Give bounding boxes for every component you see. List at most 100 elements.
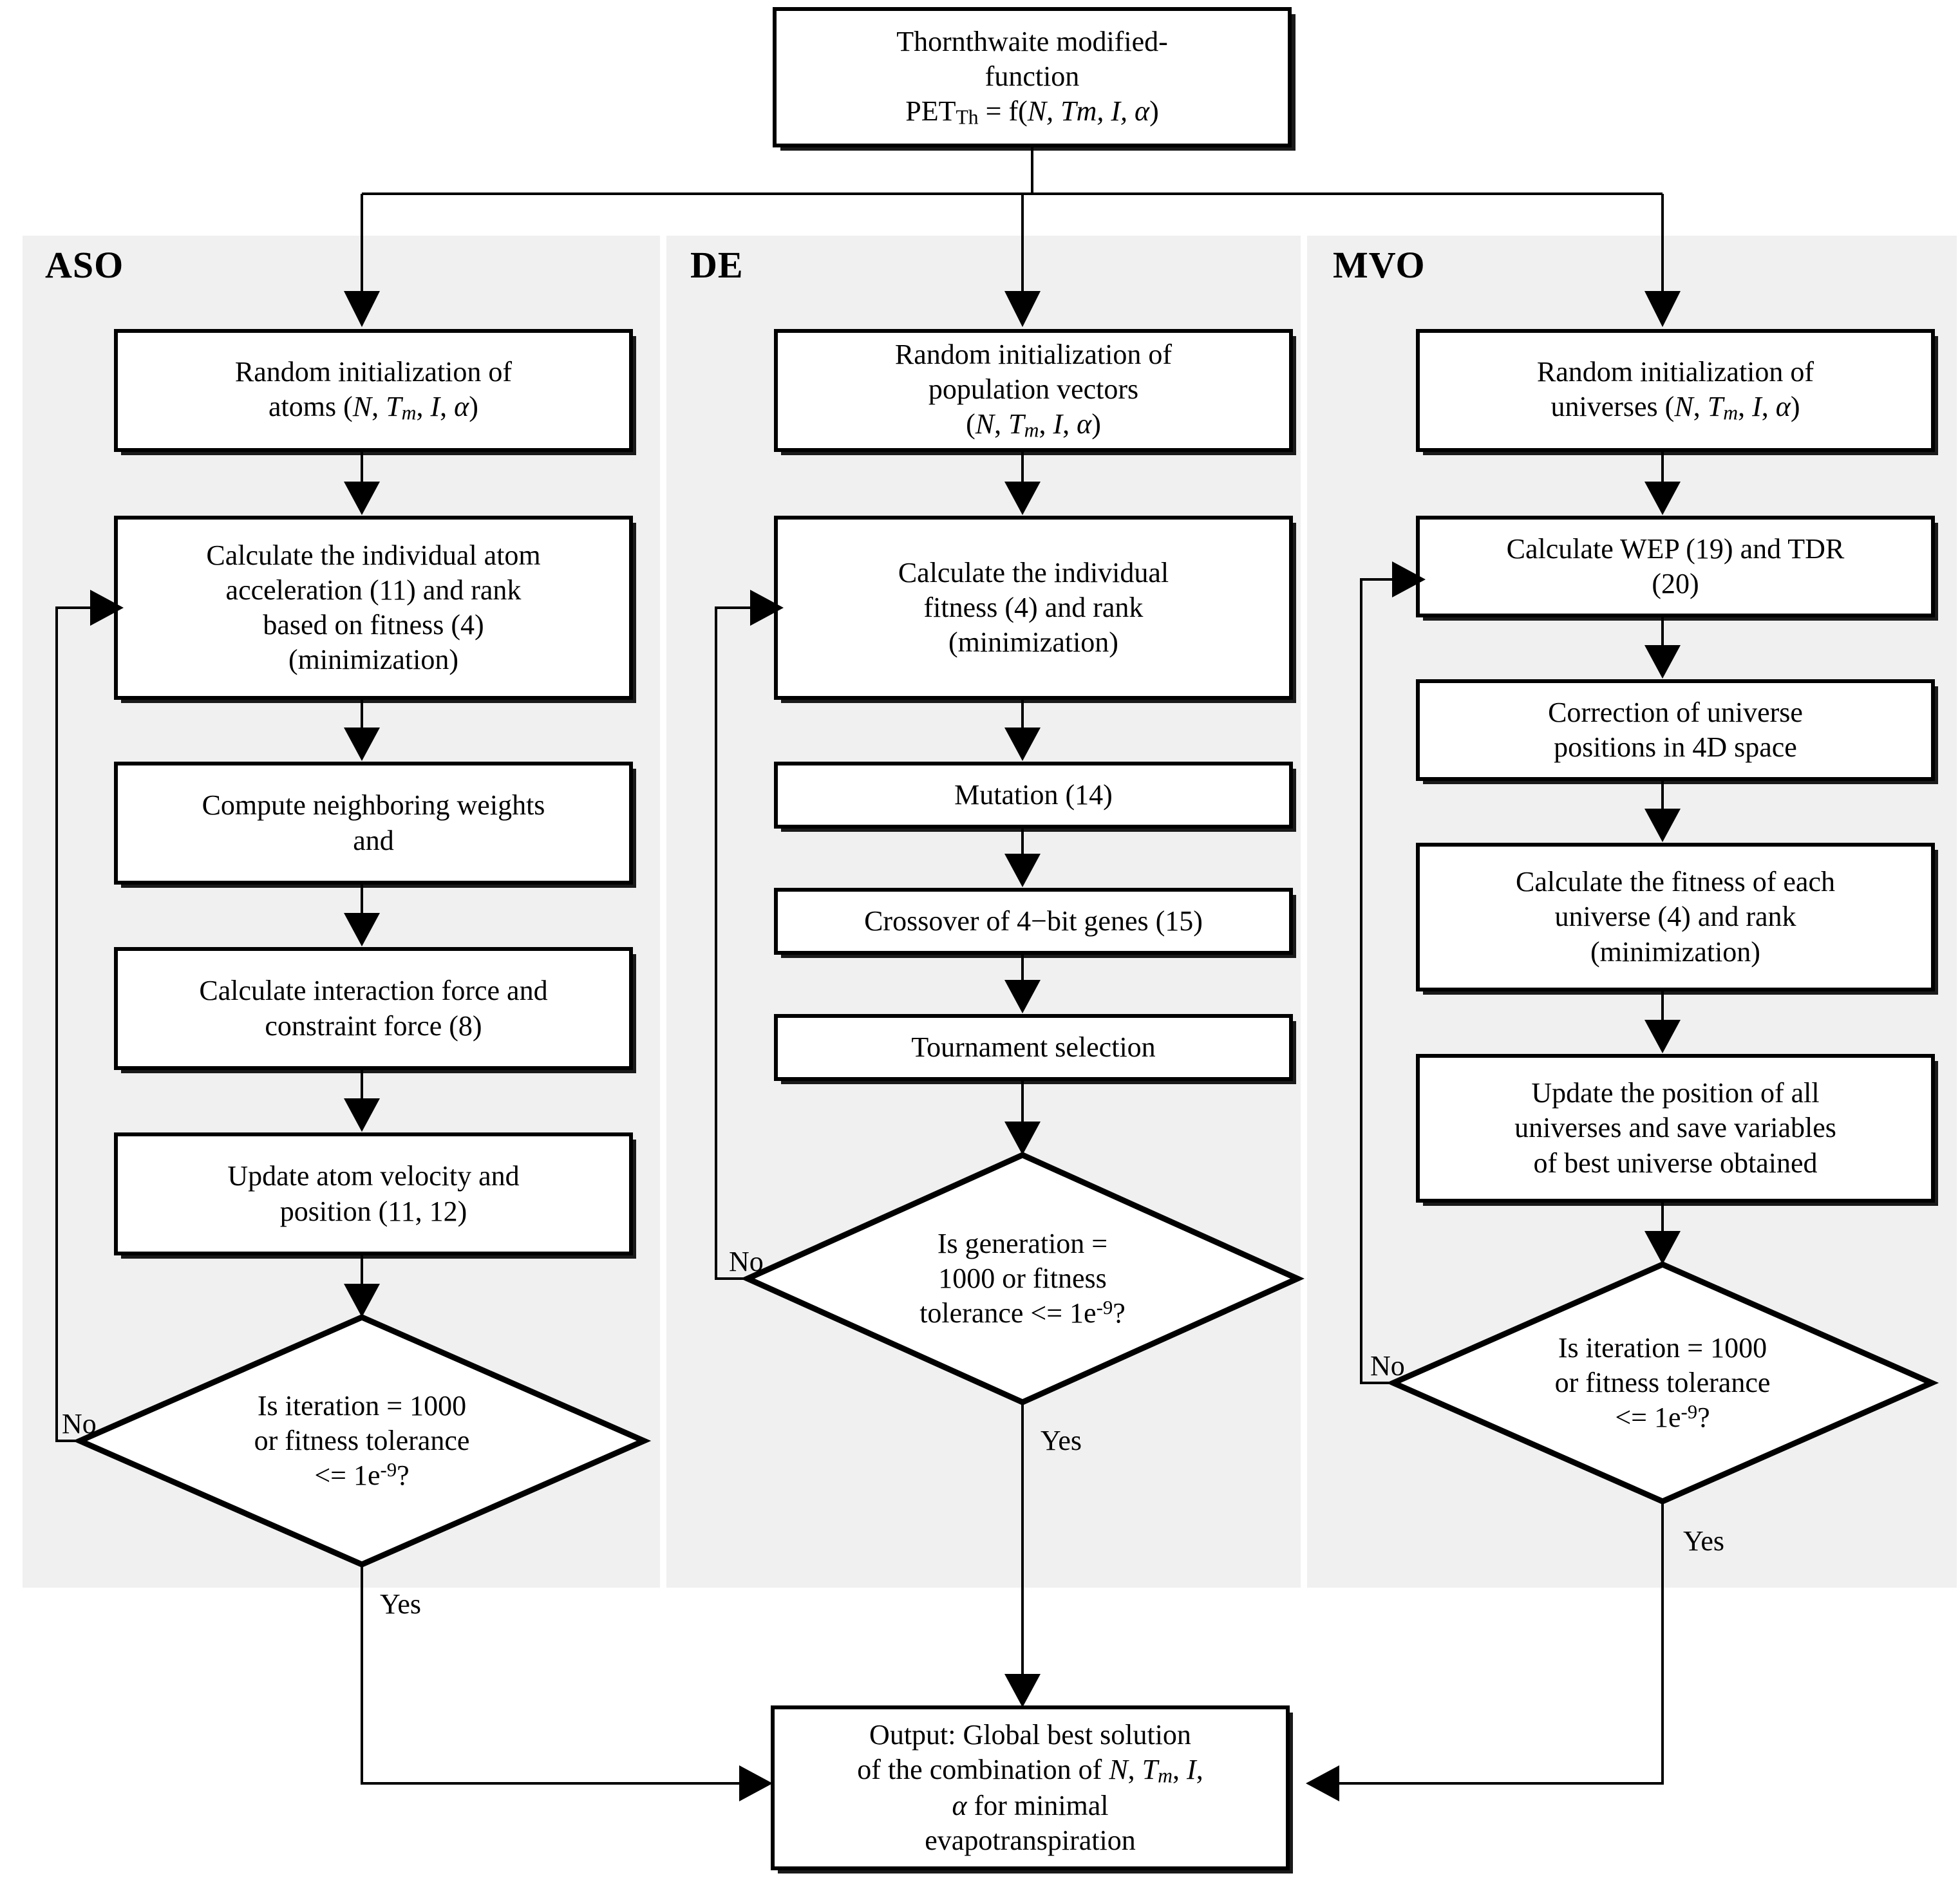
aso-weights-box xyxy=(114,762,633,885)
arrowhead-drop-aso xyxy=(344,291,380,327)
de-decision-line-1: Is generation = xyxy=(937,1227,1108,1259)
de-decision-line-3: tolerance <= 1e-9? xyxy=(919,1297,1126,1329)
mvo-decision-text: Is iteration = 1000 or fitness tolerance… xyxy=(1469,1306,1856,1460)
de-mutation-box xyxy=(774,762,1293,829)
mvo-fitness-line-1: Calculate the fitness of each xyxy=(1515,866,1835,898)
mvo-update-line-3: of best universe obtained xyxy=(1533,1147,1818,1179)
mvo-decision-line-2: or fitness tolerance xyxy=(1554,1366,1771,1398)
de-init-line-2: population vectors xyxy=(928,373,1139,406)
title-line-1: Thornthwaite modified- xyxy=(896,25,1168,57)
mvo-correction-line-1: Correction of universe xyxy=(1548,696,1803,728)
aso-fitness-line-1: Calculate the individual atom xyxy=(206,539,541,571)
aso-force-text: Calculate interaction force and constrai… xyxy=(116,949,631,1068)
de-fitness-box xyxy=(774,516,1293,700)
aso-init-line-1: Random initialization of xyxy=(234,356,513,388)
mvo-fitness-line-3: (minimization) xyxy=(1590,935,1760,968)
aso-decision-line-1: Is iteration = 1000 xyxy=(257,1389,467,1422)
aso-weights-text: Compute neighboring weights and xyxy=(116,764,631,883)
aso-force-line-2: constraint force (8) xyxy=(265,1009,482,1042)
aso-update-line-2: position (11, 12) xyxy=(279,1195,467,1227)
mvo-fitness-line-2: universe (4) and rank xyxy=(1554,901,1796,933)
connector-mvo-yes xyxy=(1339,1501,1664,1785)
aso-force-line-1: Calculate interaction force and xyxy=(199,975,548,1007)
arrowhead-de-3 xyxy=(1004,854,1041,887)
de-fitness-line-3: (minimization) xyxy=(948,626,1118,659)
arrowhead-mvo-2 xyxy=(1644,645,1681,679)
de-mutation-text: Mutation (14) xyxy=(954,778,1113,811)
output-line-2: of the combination of N, Tm, I, xyxy=(857,1753,1203,1787)
arrowhead-aso-yes xyxy=(739,1765,773,1801)
mvo-wep-line-2: (20) xyxy=(1652,568,1699,599)
arrowhead-mvo-1 xyxy=(1644,482,1681,515)
aso-weights-line-2: and xyxy=(353,824,394,856)
aso-force-box xyxy=(114,947,633,1070)
arrowhead-aso-2 xyxy=(344,728,380,761)
mvo-init-line-1: Random initialization of xyxy=(1536,356,1814,388)
de-init-line-1: Random initialization of xyxy=(894,339,1173,371)
aso-no-label: No xyxy=(62,1408,97,1440)
mvo-init-box xyxy=(1416,329,1935,452)
aso-update-text: Update atom velocity and position (11, 1… xyxy=(116,1134,631,1254)
arrowhead-drop-mvo xyxy=(1644,291,1681,327)
aso-decision-line-2: or fitness tolerance xyxy=(254,1424,470,1456)
title-line-2: function xyxy=(985,60,1080,92)
aso-fitness-line-2: acceleration (11) and rank xyxy=(225,574,522,606)
de-crossover-text: Crossover of 4−bit genes (15) xyxy=(864,905,1203,937)
arrowhead-aso-5 xyxy=(344,1284,380,1317)
mvo-update-line-1: Update the position of all xyxy=(1531,1077,1820,1109)
arrowhead-aso-no xyxy=(90,590,124,626)
aso-fitness-line-3: based on fitness (4) xyxy=(263,609,484,641)
de-init-box xyxy=(774,329,1293,452)
mvo-decision-line-1: Is iteration = 1000 xyxy=(1558,1331,1767,1364)
arrowhead-aso-1 xyxy=(344,482,380,515)
column-header-aso: ASO xyxy=(45,244,124,286)
connector-de-no-loop xyxy=(715,606,750,1280)
aso-weights-line-1: Compute neighboring weights xyxy=(202,789,545,822)
arrowhead-mvo-3 xyxy=(1644,809,1681,842)
aso-fitness-box xyxy=(114,516,633,700)
mvo-update-text: Update the position of all universes and… xyxy=(1418,1056,1933,1201)
mvo-correction-text: Correction of universe positions in 4D s… xyxy=(1418,681,1933,779)
arrowhead-aso-4 xyxy=(344,1098,380,1132)
mvo-init-text: Random initialization of universes (N, T… xyxy=(1418,331,1933,450)
output-line-4: evapotranspiration xyxy=(925,1825,1136,1857)
aso-init-text: Random initialization of atoms (N, Tm, I… xyxy=(116,331,631,450)
arrowhead-de-yes xyxy=(1004,1674,1041,1707)
de-tournament-text: Tournament selection xyxy=(911,1031,1156,1063)
aso-decision-line-3: <= 1e-9? xyxy=(314,1459,410,1492)
mvo-update-line-2: universes and save variables xyxy=(1514,1112,1836,1144)
output-box xyxy=(771,1705,1290,1870)
mvo-fitness-text: Calculate the fitness of each universe (… xyxy=(1418,845,1933,990)
mvo-yes-label: Yes xyxy=(1683,1525,1725,1557)
output-box-text: Output: Global best solution of the comb… xyxy=(773,1707,1288,1868)
de-decision-line-2: 1000 or fitness xyxy=(938,1262,1107,1294)
mvo-correction-line-2: positions in 4D space xyxy=(1554,731,1797,763)
de-yes-label: Yes xyxy=(1041,1425,1082,1456)
mvo-update-box xyxy=(1416,1054,1935,1203)
aso-update-box xyxy=(114,1132,633,1255)
de-fitness-line-1: Calculate the individual xyxy=(898,556,1169,588)
mvo-wep-line-1: Calculate WEP (19) and TDR xyxy=(1506,532,1845,565)
de-crossover-box xyxy=(774,888,1293,955)
de-fitness-line-2: fitness (4) and rank xyxy=(923,591,1144,623)
arrowhead-de-1 xyxy=(1004,482,1041,515)
mvo-fitness-box xyxy=(1416,843,1935,991)
arrowhead-de-5 xyxy=(1004,1122,1041,1155)
column-header-mvo: MVO xyxy=(1333,244,1426,286)
arrowhead-mvo-4 xyxy=(1644,1020,1681,1053)
connector-mvo-no-loop xyxy=(1360,578,1393,1384)
arrowhead-drop-de xyxy=(1004,291,1041,327)
arrowhead-aso-3 xyxy=(344,913,380,946)
arrowhead-mvo-no xyxy=(1392,561,1426,597)
de-init-line-3: (N, Tm, I, α) xyxy=(966,408,1101,442)
de-no-label: No xyxy=(729,1246,764,1277)
de-tournament-box xyxy=(774,1014,1293,1081)
mvo-decision-line-3: <= 1e-9? xyxy=(1615,1401,1710,1434)
mvo-correction-box xyxy=(1416,679,1935,781)
title-line-3: PETTh = f(N, Tm, I, α) xyxy=(905,95,1159,129)
title-box xyxy=(773,7,1292,147)
output-line-1: Output: Global best solution xyxy=(869,1718,1191,1751)
connector-aso-no-loop xyxy=(55,606,90,1442)
